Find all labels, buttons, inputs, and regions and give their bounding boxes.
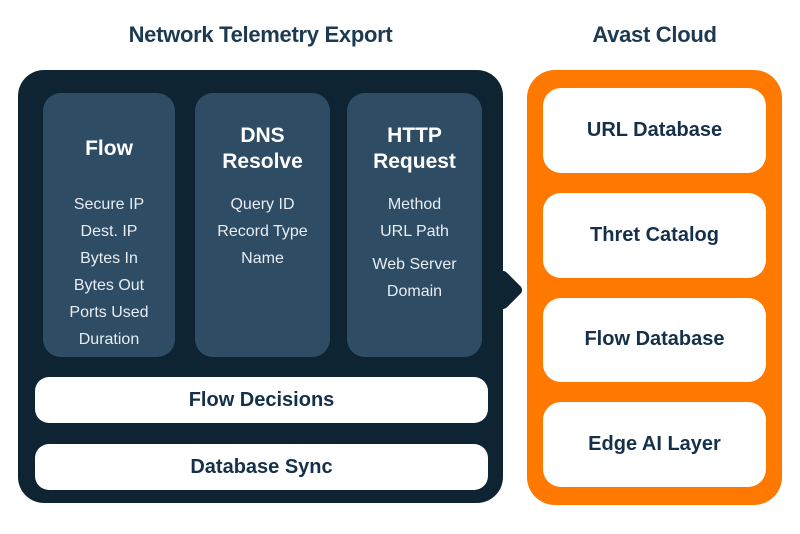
card-item: Ports Used: [69, 304, 149, 321]
edge-ai-layer-box: Edge AI Layer: [543, 402, 766, 487]
flow-card-items: Secure IP Dest. IP Bytes In Bytes Out Po…: [51, 191, 167, 353]
card-item: Web Server Domain: [372, 256, 457, 300]
flow-decisions-bar: Flow Decisions: [35, 377, 488, 423]
url-database-box: URL Database: [543, 88, 766, 173]
card-item: Query ID: [230, 196, 295, 213]
card-item: Bytes Out: [73, 277, 145, 294]
card-item: Method: [387, 196, 442, 213]
http-request-card: HTTP Request Method URL Path Web Server …: [347, 93, 482, 357]
card-item: Record Type: [217, 223, 308, 240]
dns-resolve-card: DNS Resolve Query ID Record Type Name: [195, 93, 330, 357]
card-item: Secure IP: [73, 196, 145, 213]
flow-database-box: Flow Database: [543, 297, 766, 383]
telemetry-panel-title: Network Telemetry Export: [128, 22, 393, 47]
thret-catalog-box: Thret Catalog: [543, 192, 766, 278]
card-item: Duration: [78, 331, 140, 348]
dns-resolve-card-header: DNS Resolve: [222, 124, 303, 173]
cloud-panel: URL Database Thret Catalog Flow Database…: [527, 70, 782, 505]
card-item: URL Path: [380, 223, 449, 240]
cloud-panel-title: Avast Cloud: [592, 22, 717, 47]
flow-card: Flow Secure IP Dest. IP Bytes In Bytes O…: [43, 93, 175, 357]
dns-resolve-card-items: Query ID Record Type Name: [203, 191, 322, 272]
card-item: Name: [241, 250, 284, 267]
http-request-card-items: Method URL Path Web Server Domain: [355, 191, 474, 305]
http-request-card-header: HTTP Request: [373, 124, 456, 173]
telemetry-panel: Flow Secure IP Dest. IP Bytes In Bytes O…: [18, 70, 503, 503]
card-item: Bytes In: [80, 250, 138, 267]
flow-card-header: Flow: [85, 137, 133, 160]
card-item: Dest. IP: [80, 223, 138, 240]
database-sync-bar: Database Sync: [35, 444, 488, 490]
